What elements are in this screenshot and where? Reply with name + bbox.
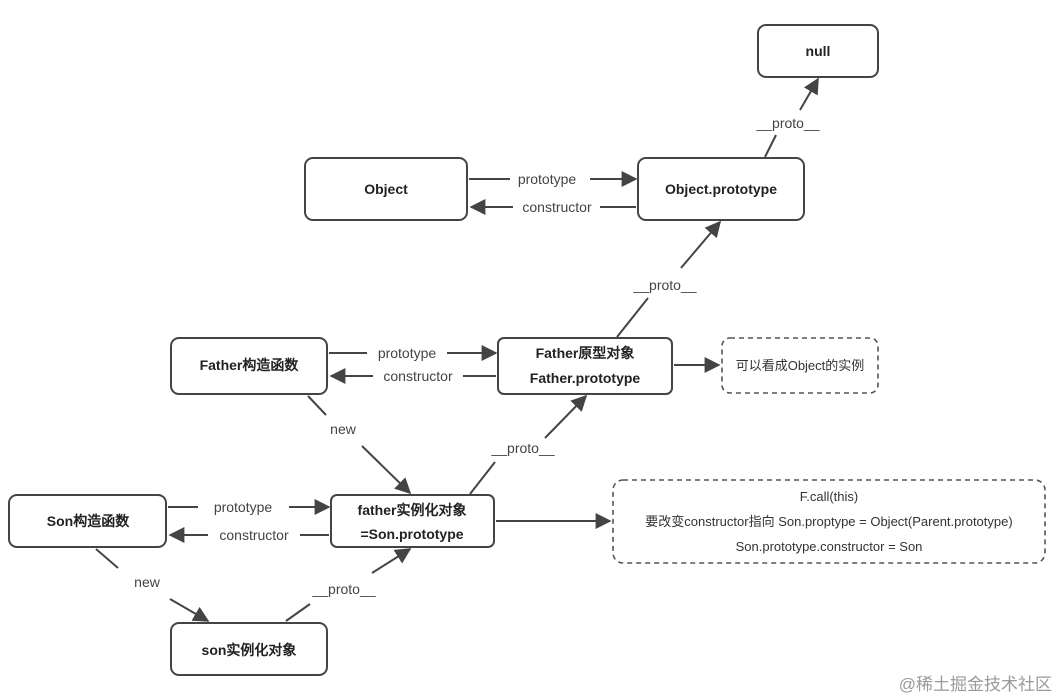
edge-son-constructor: constructor xyxy=(168,527,329,543)
svg-text:要改变constructor指向 Son.proptype: 要改变constructor指向 Son.proptype = Object(P… xyxy=(645,514,1012,529)
node-object-prototype: Object.prototype xyxy=(637,157,805,221)
svg-text:Son构造函数: Son构造函数 xyxy=(47,513,130,529)
svg-text:new: new xyxy=(330,421,357,437)
node-object: Object xyxy=(304,157,468,221)
node-father-constructor: Father构造函数 xyxy=(170,337,328,395)
note-constructor-fix: F.call(this) 要改变constructor指向 Son.propty… xyxy=(612,479,1046,564)
svg-text:Object.prototype: Object.prototype xyxy=(665,181,777,197)
node-father-prototype: Father原型对象 Father.prototype xyxy=(497,337,673,395)
svg-text:__proto__: __proto__ xyxy=(311,581,375,597)
svg-text:new: new xyxy=(134,574,161,590)
node-father-instance: father实例化对象 =Son.prototype xyxy=(330,494,495,548)
svg-text:Father构造函数: Father构造函数 xyxy=(200,357,300,373)
svg-text:constructor: constructor xyxy=(383,368,453,384)
edge-father-constructor: constructor xyxy=(329,368,496,384)
svg-text:constructor: constructor xyxy=(522,199,592,215)
svg-text:prototype: prototype xyxy=(378,345,437,361)
edge-soninst-fatherinst-proto: __proto__ xyxy=(285,548,412,622)
svg-text:Father.prototype: Father.prototype xyxy=(530,370,641,386)
svg-text:可以看成Object的实例: 可以看成Object的实例 xyxy=(736,358,865,373)
svg-text:__proto__: __proto__ xyxy=(490,440,554,456)
edge-object-constructor: constructor xyxy=(469,199,636,215)
svg-text:son实例化对象: son实例化对象 xyxy=(202,642,297,658)
edge-fatherproto-objproto-proto: __proto__ xyxy=(616,220,722,338)
svg-text:prototype: prototype xyxy=(518,171,577,187)
note-object-instance: 可以看成Object的实例 xyxy=(721,337,879,394)
svg-text:constructor: constructor xyxy=(219,527,289,543)
svg-text:__proto__: __proto__ xyxy=(755,115,819,131)
svg-text:prototype: prototype xyxy=(214,499,273,515)
edge-father-prototype: prototype xyxy=(329,345,498,361)
svg-text:F.call(this): F.call(this) xyxy=(800,489,859,504)
svg-text:Father原型对象: Father原型对象 xyxy=(536,345,635,361)
edge-father-new: new xyxy=(307,395,412,495)
edge-objproto-null-proto: __proto__ xyxy=(755,77,820,158)
svg-text:Son.prototype.constructor = So: Son.prototype.constructor = Son xyxy=(736,539,923,554)
svg-text:Object: Object xyxy=(364,181,408,197)
edge-son-new: new xyxy=(95,548,210,622)
edge-fatherinst-fatherproto-proto: __proto__ xyxy=(469,394,588,495)
svg-text:=Son.prototype: =Son.prototype xyxy=(360,526,463,542)
edge-son-prototype: prototype xyxy=(168,499,331,515)
edge-object-prototype: prototype xyxy=(469,171,638,187)
watermark: @稀土掘金技术社区 xyxy=(899,675,1052,694)
node-son-instance: son实例化对象 xyxy=(170,622,328,676)
svg-text:null: null xyxy=(806,43,831,59)
node-son-constructor: Son构造函数 xyxy=(8,494,167,548)
node-null: null xyxy=(757,24,879,78)
svg-text:father实例化对象: father实例化对象 xyxy=(358,502,467,518)
svg-text:__proto__: __proto__ xyxy=(632,277,696,293)
